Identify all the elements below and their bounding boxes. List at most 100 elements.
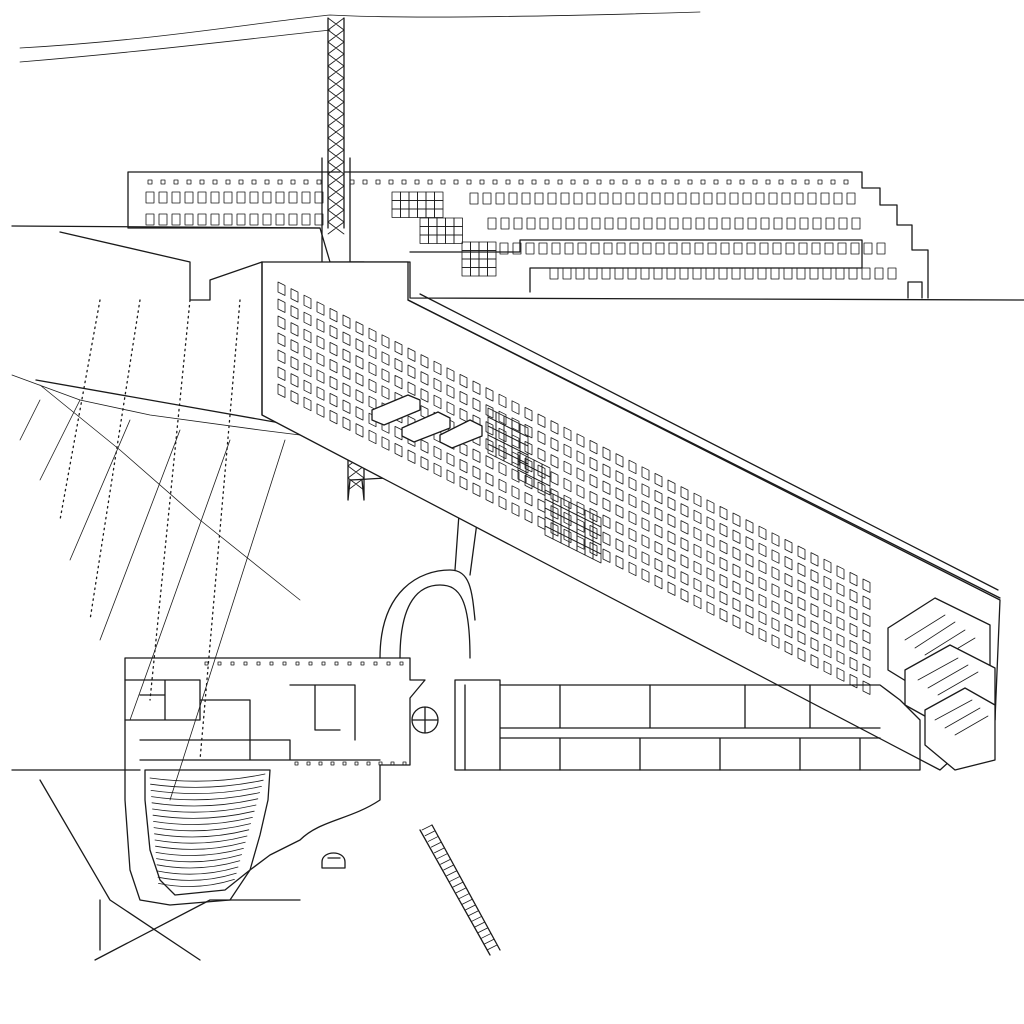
elevation-window: [721, 217, 731, 230]
plan-left-walls: [124, 679, 381, 761]
plan-column: [378, 761, 383, 766]
elevation-window: [785, 242, 795, 255]
elevation-small-window: [557, 179, 563, 185]
axo-window: [485, 404, 494, 419]
elevation-glass-pane: [434, 208, 444, 218]
elevation-window: [586, 192, 596, 205]
elevation-small-window: [375, 179, 381, 185]
elevation-glass-pane: [428, 226, 438, 236]
axo-window: [433, 377, 442, 393]
axo-window: [771, 532, 780, 547]
elevation-window: [625, 192, 635, 205]
elevation-glass-pane: [408, 200, 418, 210]
elevation-small-window: [778, 179, 784, 185]
axo-window: [862, 595, 871, 610]
elevation-glass-pane: [453, 234, 463, 244]
elevation-small-window: [830, 179, 836, 185]
axo-window: [758, 525, 767, 541]
axo-window: [433, 462, 442, 478]
ramp-tread: [458, 893, 470, 899]
elevation-glass-pane: [487, 267, 497, 277]
elevation-window: [591, 217, 601, 230]
axo-window: [732, 529, 741, 544]
axo-window: [732, 614, 741, 629]
elevation-small-window: [414, 179, 420, 185]
axo-window: [498, 478, 507, 494]
elevation-small-window: [817, 179, 823, 185]
elevation-window: [482, 192, 492, 205]
elevation-small-window: [238, 179, 244, 185]
axo-window: [693, 560, 702, 576]
axo-window: [641, 551, 650, 566]
axo-window: [290, 356, 299, 371]
axo-window: [420, 388, 429, 403]
axo-window: [771, 583, 780, 598]
axo-window: [784, 641, 793, 656]
axo-window: [641, 500, 650, 515]
axo-window: [355, 423, 364, 438]
axo-window: [602, 531, 611, 546]
plan-stair-hatch: [421, 824, 498, 951]
elevation-small-window: [531, 179, 537, 185]
axo-window: [329, 324, 338, 340]
plan-column: [399, 661, 404, 666]
axo-window: [472, 380, 481, 395]
auditorium-seat-row: [150, 779, 264, 788]
elevation-small-window: [225, 179, 231, 185]
axo-window: [433, 394, 442, 410]
axo-window: [485, 438, 494, 453]
plan-column: [295, 661, 300, 666]
axo-window: [537, 430, 546, 445]
elevation-window: [861, 267, 871, 280]
axo-window: [394, 340, 403, 356]
ramp-tread: [480, 933, 492, 939]
axo-window: [303, 362, 312, 378]
elevation-glass-pane: [391, 208, 401, 218]
axo-window: [342, 416, 351, 431]
elevation-small-window: [518, 179, 524, 185]
axo-window: [446, 384, 455, 399]
axo-window: [485, 387, 494, 402]
axo-window: [849, 674, 858, 689]
axo-window: [329, 341, 338, 357]
auditorium-seat-rows: [149, 773, 266, 887]
axo-glass-pane: [519, 459, 529, 474]
elevation-glass-pane: [428, 217, 438, 227]
plan-right-block: [454, 679, 921, 771]
axo-window: [407, 347, 416, 362]
axo-small-blocks: [371, 394, 483, 449]
elevation-window: [599, 192, 609, 205]
small-block-2: [401, 411, 451, 443]
elevation-glass-pane: [417, 200, 427, 210]
axo-window: [394, 442, 403, 458]
axo-window: [797, 647, 806, 662]
axo-window: [459, 458, 468, 474]
dotted-path: [59, 299, 241, 761]
elevation-window: [642, 242, 652, 255]
axo-window: [862, 680, 871, 695]
ramp-tread: [483, 938, 495, 945]
axo-window: [615, 538, 624, 553]
axo-window: [498, 393, 507, 409]
small-block-1: [371, 394, 421, 426]
elevation-window: [508, 192, 518, 205]
elevation-window: [770, 267, 780, 280]
axo-window: [602, 548, 611, 563]
ramp-tread: [452, 881, 464, 888]
axo-window: [680, 588, 689, 603]
axo-window: [654, 506, 663, 522]
axo-window: [407, 449, 416, 464]
elevation-glass-pane: [391, 200, 401, 210]
elevation-small-window: [290, 179, 296, 185]
axo-window: [849, 589, 858, 604]
elevation-glass-pane: [461, 258, 471, 268]
elevation-window: [846, 192, 856, 205]
plan-column: [360, 661, 365, 666]
elevation-glass-pane: [419, 217, 429, 227]
elevation-window: [562, 267, 572, 280]
plan-stair-spiral: [411, 706, 439, 734]
axo-window: [862, 612, 871, 627]
elevation-window: [236, 213, 246, 226]
axo-window: [537, 447, 546, 462]
